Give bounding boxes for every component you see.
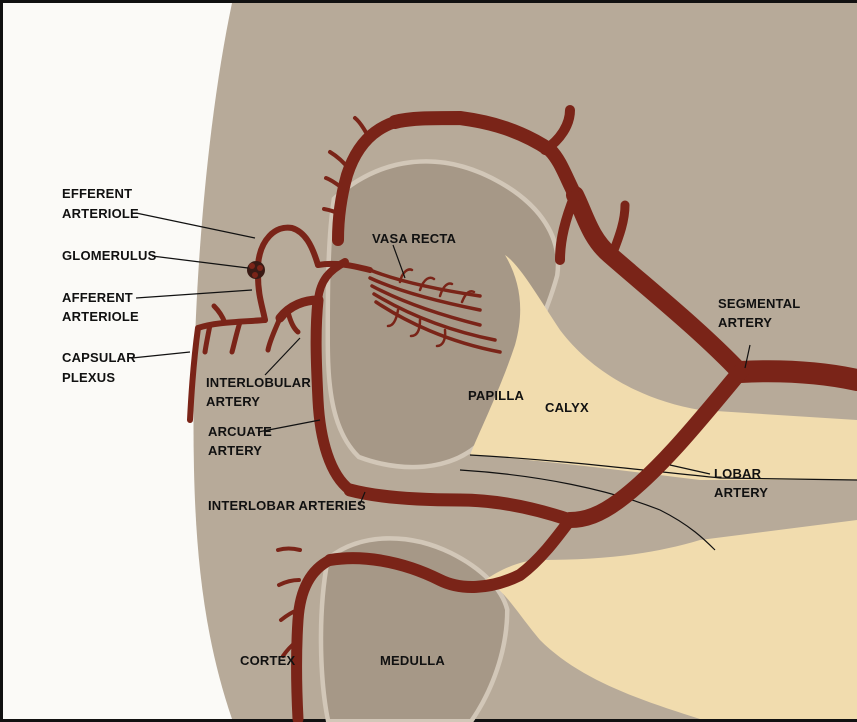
label-efferent-arteriole-line2: ARTERIOLE [62,206,139,221]
label-segmental-artery-line1: SEGMENTAL [718,296,800,311]
label-vasa-recta: VASA RECTA [372,231,457,246]
label-segmental-artery-line2: ARTERY [718,315,772,330]
label-medulla: MEDULLA [380,653,445,668]
label-lobar-artery-line2: ARTERY [714,485,768,500]
label-interlobular-artery-line2: ARTERY [206,394,260,409]
label-afferent-arteriole-line1: AFFERENT [62,290,133,305]
label-papilla: PAPILLA [468,388,524,403]
label-cortex: CORTEX [240,653,296,668]
label-afferent-arteriole-line2: ARTERIOLE [62,309,139,324]
label-calyx: CALYX [545,400,589,415]
label-efferent-arteriole-line1: EFFERENT [62,186,132,201]
label-capsular-plexus-line1: CAPSULAR [62,350,136,365]
label-capsular-plexus-line2: PLEXUS [62,370,115,385]
label-arcuate-artery-line2: ARTERY [208,443,262,458]
label-glomerulus: GLOMERULUS [62,248,157,263]
label-interlobular-artery-line1: INTERLOBULAR [206,375,311,390]
label-arcuate-artery-line1: ARCUATE [208,424,272,439]
glomerulus-tuft [247,261,265,279]
label-lobar-artery-line1: LOBAR [714,466,762,481]
label-interlobar-arteries: INTERLOBAR ARTERIES [208,498,366,513]
